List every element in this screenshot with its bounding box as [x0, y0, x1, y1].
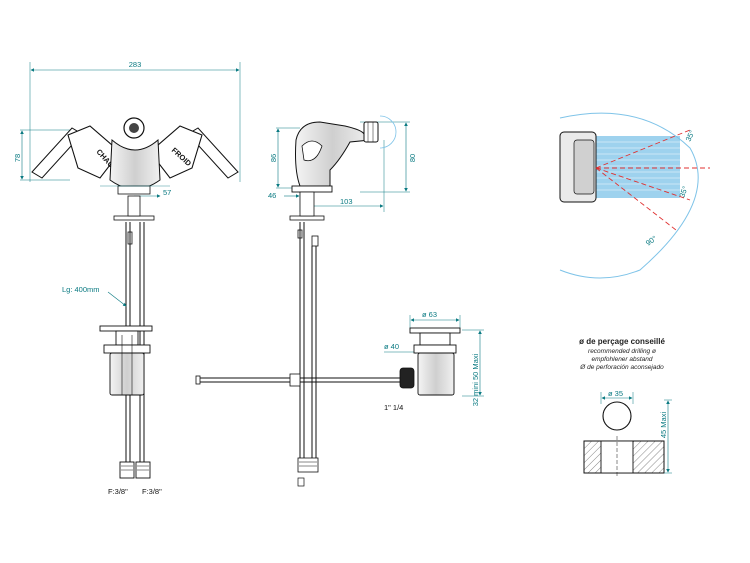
waste-flange-diameter: ø 63	[422, 310, 437, 319]
waste-view: ø 63 ø 40 1" 1/4 32 mini 50 Maxi	[384, 310, 484, 412]
spray-detail: 35° 35° 90°	[559, 112, 710, 279]
drilling-line-es: Ø de perforación aconsejado	[579, 364, 664, 371]
spray-angle-top: 35°	[684, 129, 697, 143]
height-dimension: 78	[13, 154, 22, 162]
offset-dimension: 57	[163, 188, 171, 197]
hose-length-label: Lg: 400mm	[62, 285, 100, 294]
front-view: 283 78 CHAUD FROID 57 Lg: 400mm	[13, 60, 241, 496]
drilling-max-thickness: 45 Maxi	[659, 412, 668, 439]
waste-thread-label: 1" 1/4	[384, 403, 403, 412]
drilling-line-en: recommended drilling ø	[588, 348, 656, 355]
connector-left-label: F:3/8"	[108, 487, 128, 496]
connector-right-label: F:3/8"	[142, 487, 162, 496]
drilling-title: ø de perçage conseillé	[579, 337, 665, 346]
waste-body-diameter: ø 40	[384, 342, 399, 351]
side-view: 86 80 46 103	[195, 115, 417, 487]
side-total-height-dimension: 80	[408, 154, 417, 162]
drilling-line-de: empfohlener abstand	[591, 356, 652, 363]
spray-angle-middle: 35°	[677, 185, 689, 199]
side-reach-dimension: 103	[340, 197, 353, 206]
spray-angle-bottom: 90°	[644, 234, 658, 248]
waste-thickness-range: 32 mini 50 Maxi	[471, 353, 480, 406]
width-dimension: 283	[129, 60, 142, 69]
drilling-note: ø de perçage conseillé recommended drill…	[579, 337, 672, 478]
side-height-dimension: 86	[269, 154, 278, 162]
side-base-dimension: 46	[268, 191, 276, 200]
drilling-hole-diameter: ø 35	[608, 389, 623, 398]
